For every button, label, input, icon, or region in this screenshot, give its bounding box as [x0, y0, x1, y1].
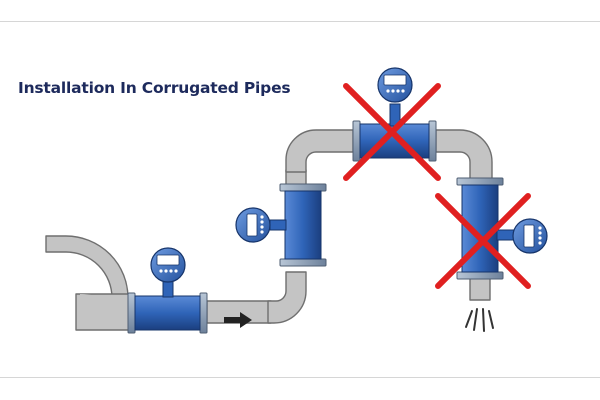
flow-meter-vertical: [235, 183, 327, 267]
cross-mark-icon: [343, 83, 441, 181]
display-screen-icon: [383, 74, 407, 86]
cross-mark-icon: [435, 193, 531, 289]
flow-meter-bottom: [127, 247, 208, 334]
flow-meter-top: [352, 67, 437, 162]
display-screen-icon: [156, 254, 180, 266]
top-right-elbow: [435, 129, 493, 181]
flow-arrow-icon: [224, 312, 252, 328]
pipe-network: [45, 129, 493, 331]
display-screen-icon: [523, 224, 535, 248]
top-left-elbow: [285, 129, 354, 173]
bottom-divider: [0, 377, 600, 378]
diagram-title: Installation In Corrugated Pipes: [18, 79, 291, 97]
bottom-right-elbow: [267, 271, 307, 324]
top-divider: [0, 21, 600, 22]
outlet-pipe: [469, 277, 491, 301]
display-screen-icon: [246, 213, 258, 237]
water-spray-icon: [465, 308, 494, 332]
